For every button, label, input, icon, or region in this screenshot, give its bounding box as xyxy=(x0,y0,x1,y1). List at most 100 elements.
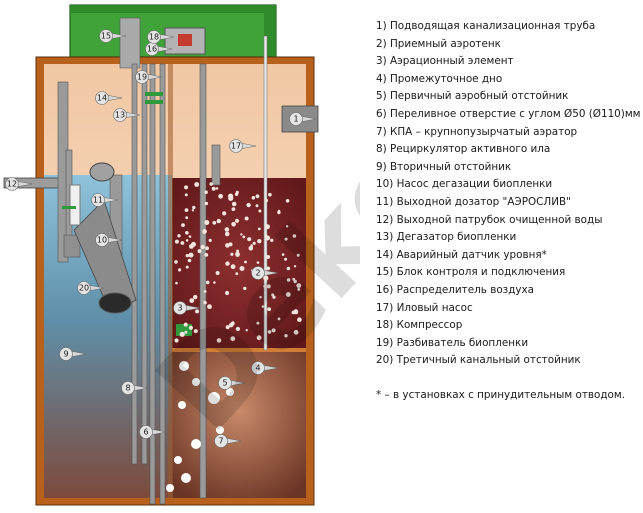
bubble xyxy=(185,265,189,269)
bubble xyxy=(281,253,285,256)
bubble xyxy=(224,227,230,232)
bubble xyxy=(264,198,269,203)
bubble xyxy=(293,309,299,315)
bubble xyxy=(284,334,288,338)
bubble xyxy=(188,235,192,238)
bubble xyxy=(192,205,196,210)
callout-number: 10 xyxy=(97,236,107,245)
legend-item: 18) Компрессор xyxy=(376,319,463,332)
bubble xyxy=(284,257,288,261)
tertiary-settler-duct xyxy=(73,199,137,314)
bubble xyxy=(185,239,189,242)
bubble xyxy=(216,338,222,343)
bubble xyxy=(267,307,271,312)
bubble xyxy=(191,209,195,212)
legend-item: 10) Насос дегазации биопленки xyxy=(376,178,553,191)
bubble xyxy=(193,329,198,334)
callout-number: 3 xyxy=(177,304,182,313)
bubble xyxy=(293,265,297,268)
bubble xyxy=(230,264,236,270)
bubble xyxy=(272,295,276,299)
callout-12: 12 xyxy=(5,177,33,191)
bubble xyxy=(181,223,185,228)
callout-9: 9 xyxy=(59,347,87,361)
bubble xyxy=(248,246,254,251)
callout-5: 5 xyxy=(218,376,246,390)
callout-1: 1 xyxy=(289,112,317,126)
legend-item: 12) Выходной патрубок очищенной воды xyxy=(376,213,603,226)
callout-8: 8 xyxy=(121,381,149,395)
bubble xyxy=(255,204,259,208)
bubble xyxy=(257,239,262,244)
bubble xyxy=(243,286,247,291)
callout-13: 13 xyxy=(113,108,141,122)
bubble xyxy=(256,321,260,325)
bubble xyxy=(216,218,221,224)
bubble xyxy=(286,278,291,282)
legend-item: 20) Третичный канальный отстойник xyxy=(376,354,581,367)
callout-number: 7 xyxy=(218,437,223,446)
callout-number: 5 xyxy=(222,379,227,388)
bubble xyxy=(296,253,300,257)
bubble xyxy=(292,277,296,281)
bubble xyxy=(225,243,230,248)
bubble xyxy=(180,241,185,245)
bubble xyxy=(203,300,207,304)
legend-item: 4) Промежуточное дно xyxy=(376,72,503,85)
primary-settler-chamber xyxy=(172,352,306,498)
bubble xyxy=(244,260,247,264)
bubble xyxy=(184,208,189,213)
callout-number: 12 xyxy=(7,180,17,189)
callout-11: 11 xyxy=(91,193,119,207)
bubble xyxy=(202,245,205,248)
bubble xyxy=(267,330,272,334)
bubble xyxy=(185,231,189,235)
bubble xyxy=(271,293,275,297)
bubble xyxy=(166,484,174,492)
bubble xyxy=(256,261,260,264)
bubble xyxy=(255,194,260,199)
callout-20: 20 xyxy=(77,281,105,295)
callout-18: 18 xyxy=(147,30,175,44)
bubble xyxy=(218,193,224,199)
bubble xyxy=(236,249,240,253)
bubble xyxy=(179,361,189,371)
bubble xyxy=(246,202,251,208)
bubble xyxy=(203,290,207,293)
bubble xyxy=(245,329,248,332)
bubble xyxy=(175,281,178,285)
legend-item: 9) Вторичный отстойник xyxy=(376,160,512,173)
bubble xyxy=(265,235,271,241)
bubble xyxy=(215,187,219,190)
bubble xyxy=(231,207,236,212)
bubble xyxy=(259,296,262,299)
legend-footnote: * – в установках с принудительным отводо… xyxy=(376,389,626,401)
bubble xyxy=(285,292,291,297)
callout-number: 18 xyxy=(149,33,159,42)
bubble xyxy=(208,238,212,242)
callout-number: 19 xyxy=(137,73,147,82)
bubble xyxy=(226,388,234,396)
bubble xyxy=(184,193,188,197)
callout-10: 10 xyxy=(95,233,123,247)
bubble xyxy=(252,241,256,245)
bubble xyxy=(204,190,208,194)
bubble xyxy=(188,252,194,258)
compressor-block xyxy=(164,27,206,55)
bubble xyxy=(204,253,209,257)
bubble xyxy=(225,325,230,330)
bubble xyxy=(208,392,220,404)
bubble xyxy=(264,234,268,237)
bubble xyxy=(178,401,186,409)
settler-bubbles xyxy=(166,361,234,492)
bubble xyxy=(225,261,230,266)
bubble xyxy=(266,255,270,259)
legend-item: 13) Дегазатор биопленки xyxy=(376,231,517,244)
bubble xyxy=(197,249,202,254)
bubble xyxy=(187,258,192,263)
bubble xyxy=(263,284,267,288)
bubble xyxy=(181,473,191,483)
bubble xyxy=(242,235,246,239)
bubble xyxy=(293,279,297,284)
